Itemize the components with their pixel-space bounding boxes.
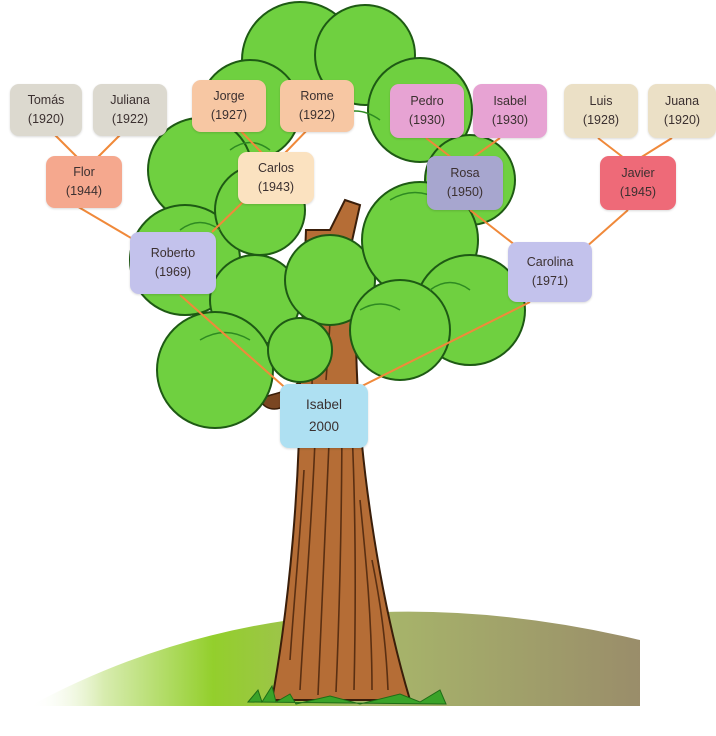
- person-card-juana: Juana (1920): [648, 84, 716, 138]
- person-card-pedro: Pedro (1930): [390, 84, 464, 138]
- person-name: Pedro: [410, 94, 444, 108]
- person-name: Roberto: [150, 246, 196, 260]
- person-year: (1969): [154, 265, 192, 279]
- person-name: Luis: [589, 94, 613, 108]
- person-card-carlos: Carlos (1943): [238, 152, 314, 204]
- person-card-tomas: Tomás (1920): [10, 84, 82, 136]
- person-name: Carolina: [526, 255, 574, 269]
- person-name: Carlos: [257, 161, 295, 175]
- person-year: (1944): [65, 184, 103, 198]
- person-card-isabel-1930: Isabel (1930): [473, 84, 547, 138]
- tree-foliage: [129, 1, 526, 429]
- person-name: Jorge: [213, 89, 245, 103]
- person-name: Tomás: [27, 93, 65, 107]
- person-card-rome: Rome (1922): [280, 80, 354, 132]
- person-name: Flor: [73, 165, 95, 179]
- person-year: 2000: [308, 419, 340, 434]
- person-card-luis: Luis (1928): [564, 84, 638, 138]
- person-year: (1930): [491, 113, 529, 127]
- person-card-jorge: Jorge (1927): [192, 80, 266, 132]
- person-year: (1922): [298, 108, 336, 122]
- person-card-roberto: Roberto (1969): [130, 232, 216, 294]
- person-year: (1928): [582, 113, 620, 127]
- person-year: (1950): [446, 185, 484, 199]
- person-card-isabel-2000: Isabel 2000: [280, 384, 368, 448]
- person-year: (1920): [27, 112, 65, 126]
- person-name: Javier: [621, 166, 655, 180]
- person-year: (1922): [111, 112, 149, 126]
- person-name: Juana: [664, 94, 700, 108]
- person-card-flor: Flor (1944): [46, 156, 122, 208]
- person-year: (1971): [531, 274, 569, 288]
- person-card-rosa: Rosa (1950): [427, 156, 503, 210]
- family-connectors: [54, 124, 673, 393]
- person-year: (1943): [257, 180, 295, 194]
- person-card-juliana: Juliana (1922): [93, 84, 167, 136]
- person-year: (1920): [663, 113, 701, 127]
- grass: [246, 684, 447, 705]
- person-name: Isabel: [493, 94, 527, 108]
- person-name: Juliana: [110, 93, 150, 107]
- person-year: (1927): [210, 108, 248, 122]
- person-name: Isabel: [305, 397, 343, 412]
- person-year: (1945): [619, 185, 657, 199]
- person-card-carolina: Carolina (1971): [508, 242, 592, 302]
- person-name: Rosa: [450, 166, 480, 180]
- person-card-javier: Javier (1945): [600, 156, 676, 210]
- person-name: Rome: [300, 89, 334, 103]
- person-year: (1930): [408, 113, 446, 127]
